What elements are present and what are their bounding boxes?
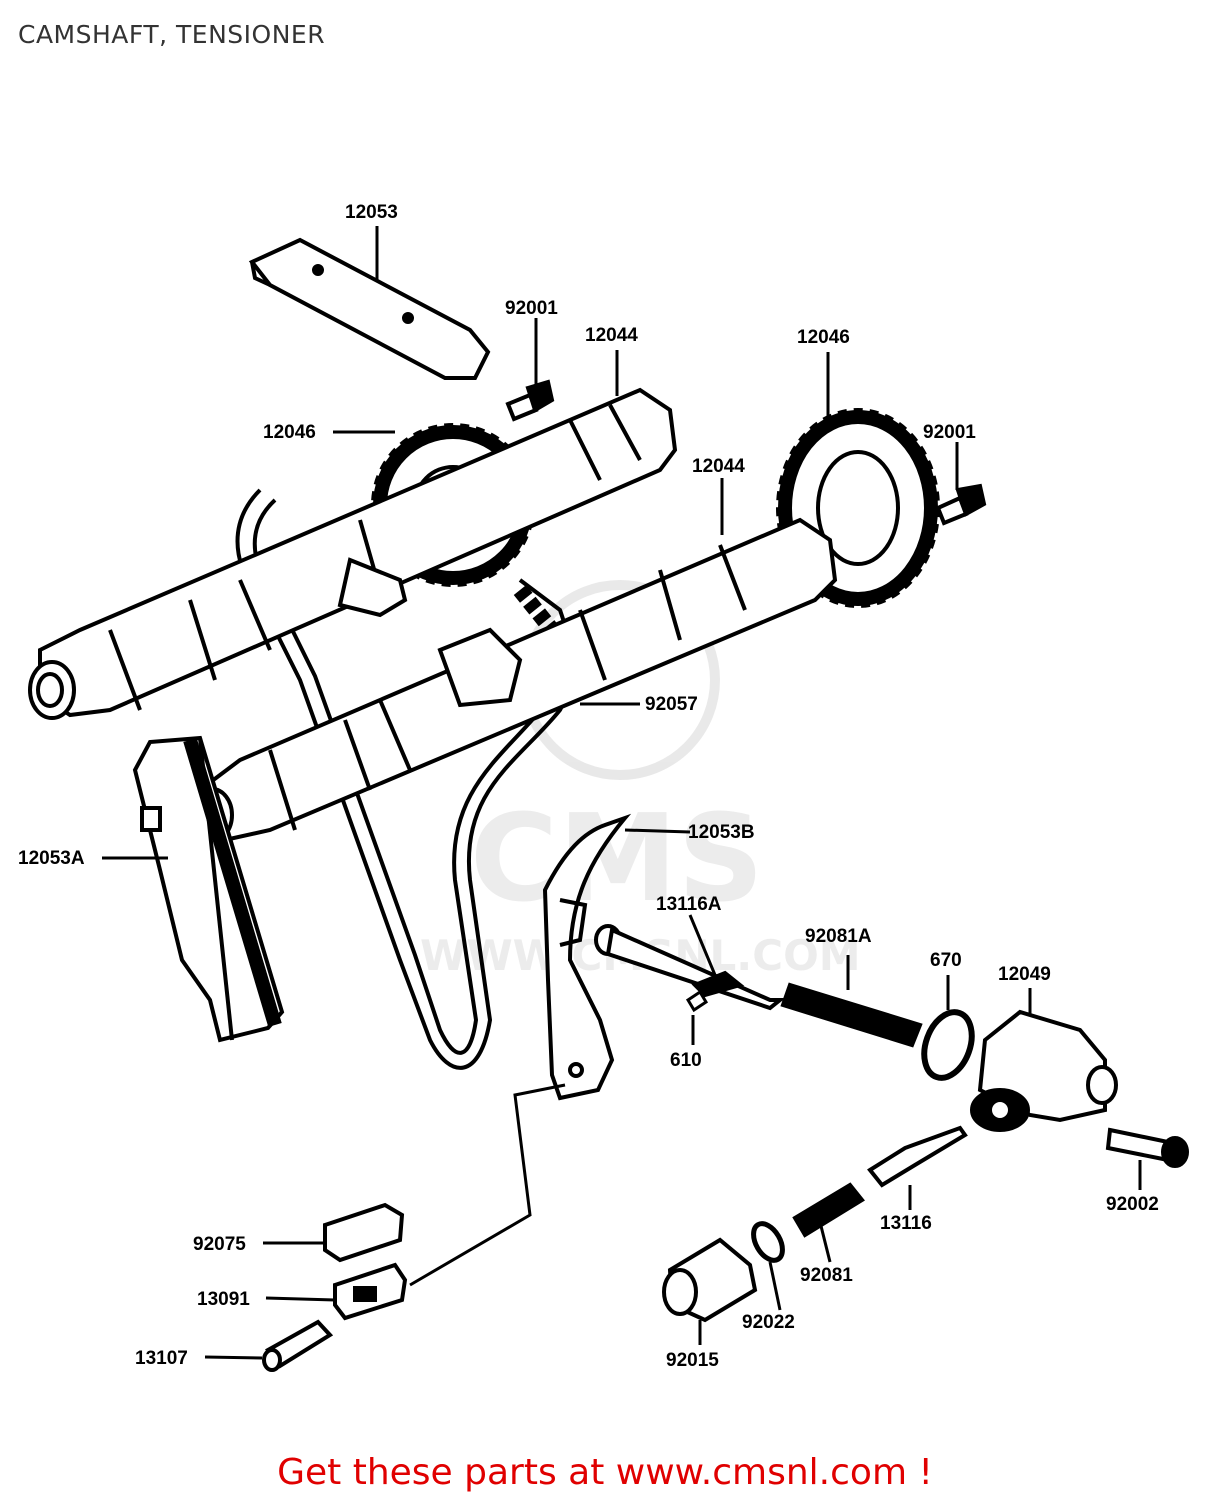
pin-13107 [262,1319,334,1372]
label-12044-left: 12044 [585,325,638,346]
label-92081: 92081 [800,1265,853,1286]
cap-92015 [662,1237,758,1323]
label-92075: 92075 [193,1234,246,1255]
label-92022: 92022 [742,1312,795,1333]
label-13116a: 13116A [656,894,722,915]
parts-diagram: CMS WWW.CMSNL.COM [18,202,1189,1372]
footer-cta-link[interactable]: Get these parts at www.cmsnl.com ! [277,1452,933,1493]
o-ring-670 [921,1009,975,1081]
label-92001-left: 92001 [505,298,558,319]
label-12046-left: 12046 [263,422,316,443]
bolt-right [935,483,987,526]
chain-guide-front [132,735,285,1043]
label-92002: 92002 [1106,1194,1159,1215]
label-12053a: 12053A [18,848,85,869]
label-12046-right: 12046 [797,327,850,348]
label-92081a: 92081A [805,926,872,947]
label-610: 610 [670,1050,702,1071]
label-13116: 13116 [880,1213,932,1234]
rod-13116 [867,1125,968,1188]
label-13091: 13091 [197,1289,250,1310]
bolt-92002 [1105,1127,1189,1168]
spring-92081a [780,982,923,1048]
damper-92075 [323,1202,405,1263]
bolt-left [505,379,555,422]
pin-610 [685,989,709,1013]
page-title: CAMSHAFT, TENSIONER [18,20,326,49]
label-92057: 92057 [645,694,698,715]
leader-lines [102,226,1142,1360]
label-92001-right: 92001 [923,422,976,443]
label-12053b: 12053B [688,822,755,843]
washer-92022 [751,1221,785,1263]
tensioner-pushrod [594,924,786,1011]
label-13107: 13107 [135,1348,188,1369]
camshaft-left [28,387,678,720]
holder-13091 [333,1262,408,1321]
label-670: 670 [930,950,962,971]
label-12049: 12049 [998,964,1051,985]
chain-guide-rear [542,813,632,1101]
label-12053: 12053 [345,202,398,223]
watermark-brand: CMS [470,790,764,929]
spring-92081 [792,1182,865,1238]
chain-guide-top [248,237,491,380]
label-12044-right: 12044 [692,456,745,477]
label-92015: 92015 [666,1350,719,1371]
part-labels: 12053 92001 12044 12046 12046 92001 1204… [18,202,1159,1371]
tensioner-body [970,1009,1118,1132]
